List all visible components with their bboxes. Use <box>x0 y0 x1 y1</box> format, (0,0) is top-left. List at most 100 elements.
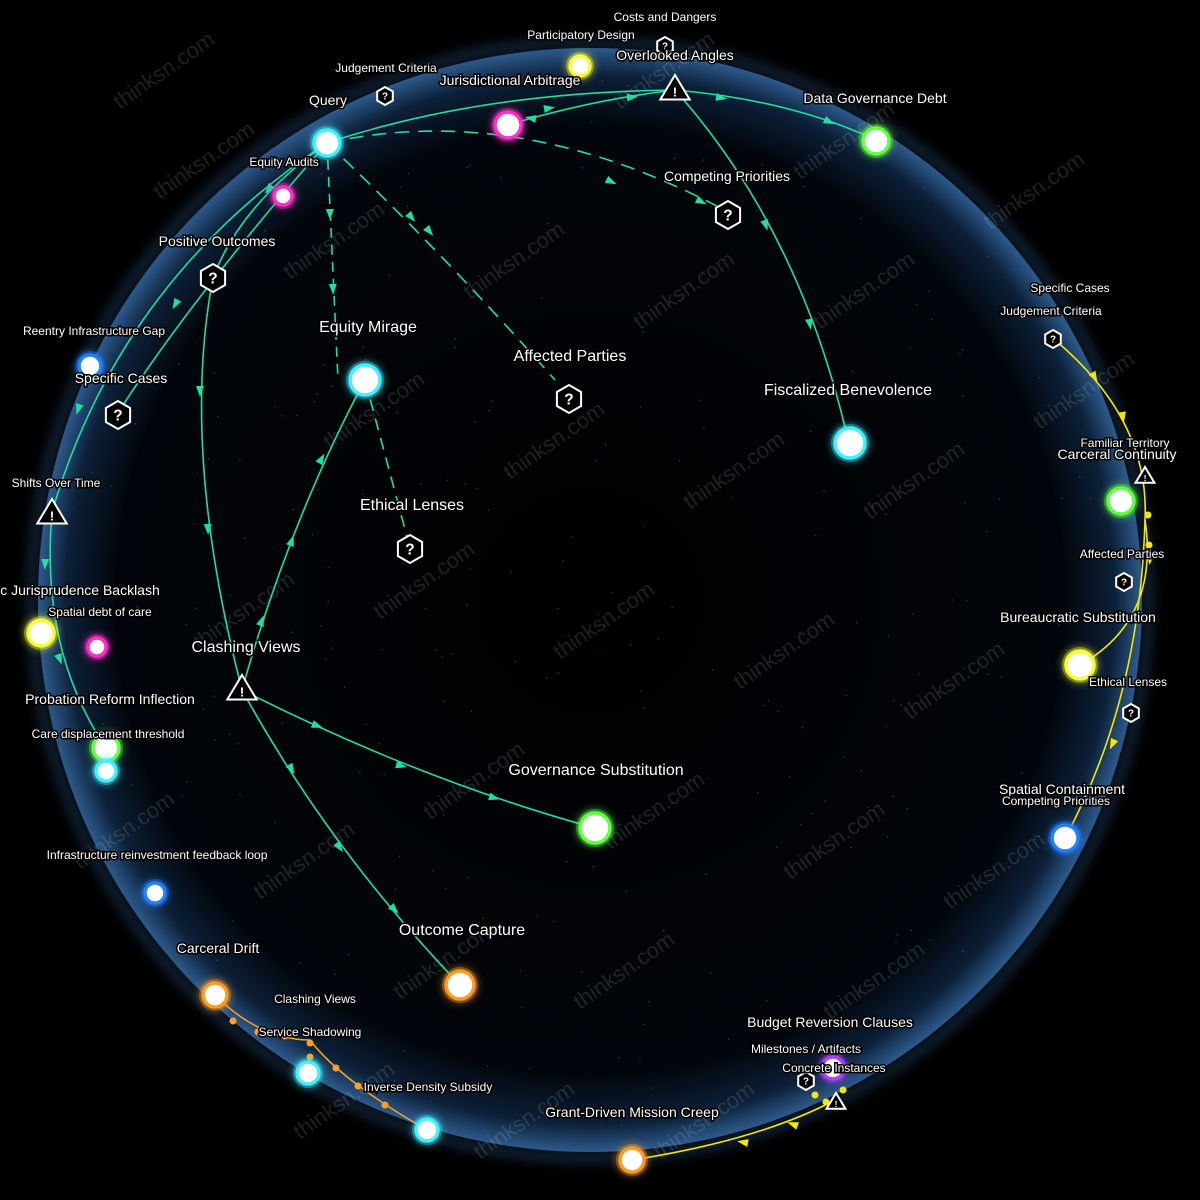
marker-affected-parties-right[interactable]: ? <box>1115 571 1133 593</box>
node-care-displacement[interactable] <box>92 757 120 785</box>
star <box>618 1057 620 1059</box>
marker-affected-parties[interactable]: ? <box>555 383 583 415</box>
marker-concrete-instances[interactable]: ! <box>824 1091 848 1110</box>
star <box>466 166 468 169</box>
edge-arrow <box>325 208 334 220</box>
node-outcome-capture[interactable] <box>442 967 478 1003</box>
label-affected-parties: Affected Parties <box>514 348 627 365</box>
star <box>396 411 398 414</box>
node-fiscalized-benevolence[interactable] <box>831 424 869 462</box>
star <box>469 164 471 166</box>
star <box>476 487 478 490</box>
node-probation-reform[interactable] <box>89 731 123 765</box>
node-dot[interactable] <box>618 1146 646 1174</box>
warning-triangle-icon <box>225 673 259 701</box>
node-infra-reinvestment[interactable] <box>141 879 169 907</box>
node-bureaucratic-substitution[interactable] <box>1062 647 1098 683</box>
node-dot[interactable] <box>201 981 229 1009</box>
node-dot[interactable] <box>1050 823 1080 853</box>
node-dot[interactable] <box>1064 649 1096 681</box>
node-participatory-design[interactable] <box>566 52 594 80</box>
nodes-layer[interactable] <box>24 52 1138 1176</box>
star <box>202 532 205 534</box>
node-dot[interactable] <box>578 811 612 845</box>
node-dot[interactable] <box>414 1117 440 1143</box>
star <box>500 176 502 179</box>
star <box>331 647 333 649</box>
star <box>110 485 112 487</box>
edge-arrow <box>604 175 617 185</box>
label-judgement-criteria-top: Judgement Criteria <box>335 61 437 75</box>
node-dot[interactable] <box>94 759 118 783</box>
node-service-shadowing[interactable] <box>293 1058 323 1088</box>
node-dot[interactable] <box>820 1055 846 1081</box>
marker-judgement-criteria-top[interactable]: ? <box>376 85 394 107</box>
node-governance-substitution[interactable] <box>576 809 614 847</box>
edge-waypoint <box>839 1086 847 1094</box>
node-dot[interactable] <box>833 426 867 460</box>
question-hex-icon <box>555 383 583 415</box>
star <box>831 394 833 397</box>
star <box>292 508 294 511</box>
node-equity-mirage[interactable] <box>346 361 384 399</box>
star <box>313 401 315 403</box>
node-spatial-debt[interactable] <box>84 634 110 660</box>
node-query[interactable] <box>310 126 344 160</box>
star <box>290 631 293 633</box>
node-budget-reversion[interactable] <box>818 1053 848 1083</box>
edge-arrow <box>1118 411 1126 423</box>
marker-ethical-lenses[interactable]: ? <box>396 533 424 565</box>
markers-layer[interactable]: ?!?????!?!?!?!?? <box>35 35 1157 1110</box>
node-dot[interactable] <box>493 110 523 140</box>
edge-waypoint <box>306 1039 314 1047</box>
node-spatial-containment[interactable] <box>1048 821 1082 855</box>
star <box>519 970 521 972</box>
node-carceral-drift[interactable] <box>199 979 231 1011</box>
star <box>824 800 826 802</box>
node-dot[interactable] <box>272 185 294 207</box>
node-dot[interactable] <box>26 618 56 648</box>
node-dot[interactable] <box>444 969 476 1001</box>
marker-judgement-criteria-right[interactable]: ? <box>1044 328 1062 350</box>
node-dot[interactable] <box>77 353 103 379</box>
marker-clashing-views[interactable]: ! <box>225 673 259 701</box>
node-dot[interactable] <box>348 363 382 397</box>
star <box>185 623 188 626</box>
node-grant-driven[interactable] <box>616 1144 648 1176</box>
star <box>879 818 881 821</box>
node-data-governance-debt[interactable] <box>859 124 893 158</box>
marker-overlooked-angles[interactable]: ! <box>658 73 692 101</box>
node-reentry-gap[interactable] <box>75 351 105 381</box>
node-dot[interactable] <box>312 128 342 158</box>
question-mark-icon: ? <box>208 270 217 287</box>
marker-specific-cases-left[interactable]: ? <box>104 399 132 431</box>
edge-arrow <box>822 115 835 125</box>
marker-milestones[interactable]: ? <box>797 1070 815 1092</box>
node-dot[interactable] <box>86 636 108 658</box>
marker-familiar-territory[interactable]: ! <box>1133 465 1157 484</box>
node-dot[interactable] <box>1106 486 1136 516</box>
question-hex-icon <box>104 399 132 431</box>
star <box>239 459 241 462</box>
star <box>398 855 401 858</box>
node-dot[interactable] <box>861 126 891 156</box>
star <box>657 637 659 640</box>
label-affected-parties-right: Affected Parties <box>1080 547 1165 561</box>
star <box>581 971 583 973</box>
node-dot[interactable] <box>143 881 167 905</box>
edge-waypoint <box>811 1091 819 1099</box>
marker-costs-dangers[interactable]: ? <box>656 35 674 57</box>
node-carceral-continuity[interactable] <box>1104 484 1138 518</box>
node-jurisdictional-arbitrage[interactable] <box>491 108 525 142</box>
marker-competing-priorities[interactable]: ? <box>714 199 742 231</box>
marker-positive-outcomes[interactable]: ? <box>199 262 227 294</box>
node-dot[interactable] <box>295 1060 321 1086</box>
node-jurisprudence-backlash[interactable] <box>24 616 58 650</box>
node-dot[interactable] <box>568 54 592 78</box>
node-equity-audits[interactable] <box>270 183 296 209</box>
star <box>1035 839 1037 841</box>
marker-shifts-over-time[interactable]: ! <box>35 497 69 525</box>
node-inverse-density[interactable] <box>412 1115 442 1145</box>
marker-ethical-lenses-right[interactable]: ? <box>1122 702 1140 724</box>
